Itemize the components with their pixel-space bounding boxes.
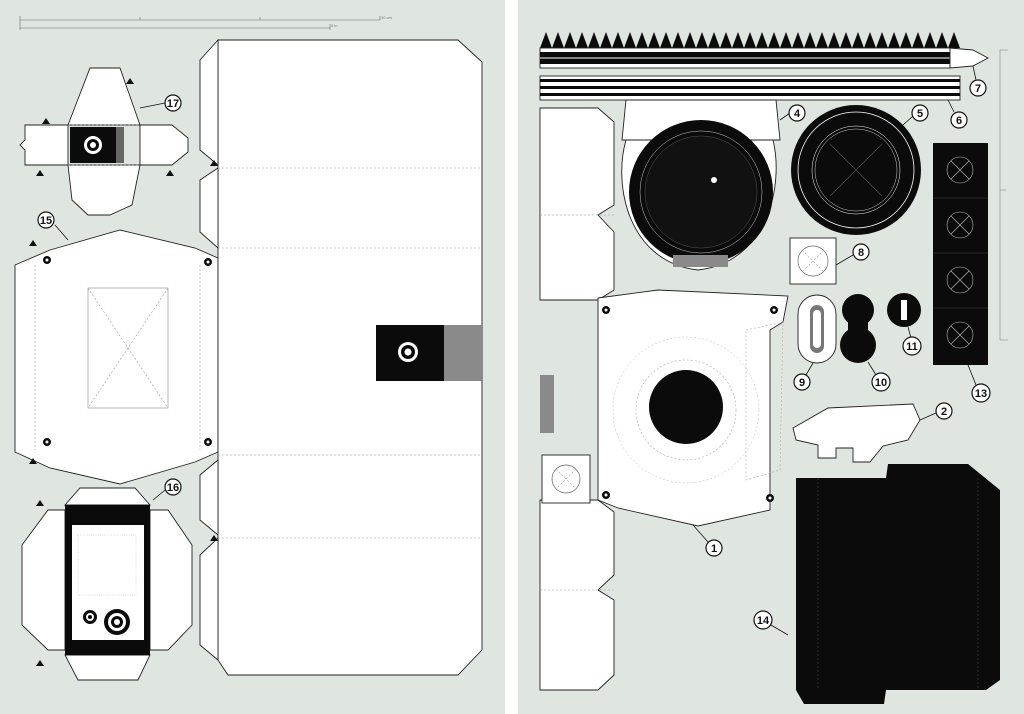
callout-7-label: 7: [975, 83, 981, 95]
callout-9: 9: [793, 362, 814, 391]
part-2-bracket: [792, 403, 921, 463]
callout-8-label: 8: [858, 247, 864, 259]
callout-11-label: 11: [906, 341, 918, 353]
callout-4-label: 4: [794, 108, 801, 120]
part-9-slider: [797, 294, 837, 364]
part-7-serrated-strip: [540, 32, 960, 48]
body-wrap-net: [199, 38, 483, 676]
callout-17-label: 17: [167, 98, 179, 110]
part-16-net: [21, 487, 193, 681]
callout-5: 5: [902, 104, 929, 126]
callout-6: 6: [947, 99, 968, 129]
callout-2-label: 2: [941, 406, 947, 418]
part-6-striped-strip: [539, 75, 961, 101]
measurement-ruler: 10 cm 5 in: [19, 15, 393, 30]
part-17-net: [19, 67, 189, 216]
callout-1-label: 1: [711, 543, 717, 555]
callout-2: 2: [919, 402, 953, 421]
callout-14-label: 14: [757, 615, 770, 627]
part-14-black-panel: [796, 464, 1000, 704]
vertical-ruler: [999, 49, 1008, 341]
callout-13: 13: [967, 364, 991, 403]
callout-11: 11: [902, 326, 922, 356]
side-strip-net: [539, 107, 615, 691]
callout-1: 1: [692, 524, 723, 557]
ruler-cm-label: 10 cm: [381, 15, 393, 20]
part-10-peanut: [840, 294, 876, 363]
callout-16-label: 16: [167, 482, 179, 494]
callout-6-label: 6: [956, 115, 962, 127]
left-template-sheet: 10 cm 5 in: [0, 0, 505, 714]
part-5-lens-disc: [791, 105, 921, 235]
callout-8: 8: [835, 243, 870, 266]
callout-17: 17: [139, 94, 182, 112]
callout-14: 14: [753, 610, 789, 636]
part-13-film-strip: [933, 143, 988, 365]
part-8-square: [789, 237, 837, 285]
right-template-sheet: 4 5 7 6 8 9 10 11 13: [518, 0, 1024, 714]
left-sheet-drawing: 10 cm 5 in: [14, 15, 483, 681]
callout-9-label: 9: [799, 377, 805, 389]
callout-16: 16: [152, 478, 182, 501]
callout-13-label: 13: [975, 388, 987, 400]
part-11-knob: [887, 293, 921, 327]
callout-4: 4: [779, 104, 806, 122]
ruler-in-label: 5 in: [331, 23, 337, 28]
callout-10: 10: [867, 361, 891, 392]
callout-15: 15: [37, 211, 69, 241]
right-sheet-drawing: 4 5 7 6 8 9 10 11 13: [539, 32, 1008, 704]
serrated-teeth: [540, 32, 960, 48]
part-1-front-plate: [597, 289, 789, 527]
callout-10-label: 10: [875, 377, 887, 389]
part-15-panel: [14, 229, 219, 485]
callout-5-label: 5: [917, 108, 923, 120]
callout-7: 7: [969, 65, 987, 97]
part-4-lens-housing: [621, 99, 781, 271]
callout-15-label: 15: [40, 215, 52, 227]
